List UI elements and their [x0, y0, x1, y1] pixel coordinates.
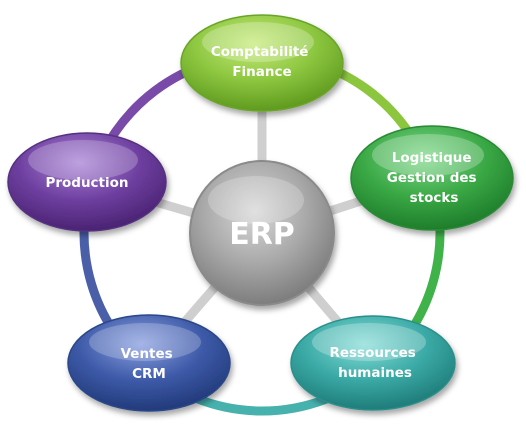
module-label-production-line-1: Production	[45, 175, 128, 191]
module-highlight-finance	[202, 22, 314, 62]
module-highlight-hr	[312, 323, 426, 361]
center-node-erp	[189, 160, 335, 306]
module-label-hr-line-2: humaines	[338, 365, 412, 381]
module-label-sales: Ventes CRM	[121, 346, 178, 382]
module-label-hr-line-1: Ressources	[329, 345, 415, 361]
module-label-logistics-line-1: Logistique	[392, 150, 472, 166]
module-highlight-logistics	[372, 134, 484, 176]
module-node-logistics	[350, 125, 514, 231]
module-label-sales-line-1: Ventes	[121, 346, 173, 362]
module-label-logistics-line-2: Gestion des	[387, 170, 477, 186]
module-label-production: Production	[45, 175, 128, 191]
module-node-production	[7, 132, 167, 232]
module-label-sales-line-2: CRM	[132, 366, 166, 382]
module-label-finance-line-2: Finance	[232, 64, 291, 80]
center-label: ERP	[229, 217, 295, 252]
module-highlight-production	[28, 140, 138, 180]
module-label-finance: Comptabilité Finance	[211, 44, 313, 80]
module-node-sales	[67, 314, 231, 412]
module-node-finance	[180, 14, 344, 112]
module-label-finance-line-1: Comptabilité	[211, 44, 309, 60]
module-label-logistics: Logistique Gestion des stocks	[387, 150, 482, 206]
module-label-logistics-line-3: stocks	[410, 190, 459, 206]
module-node-hr	[290, 315, 456, 411]
module-highlight-sales	[89, 323, 201, 361]
module-label-hr: Ressources humaines	[329, 345, 420, 381]
center-highlight	[208, 176, 304, 224]
